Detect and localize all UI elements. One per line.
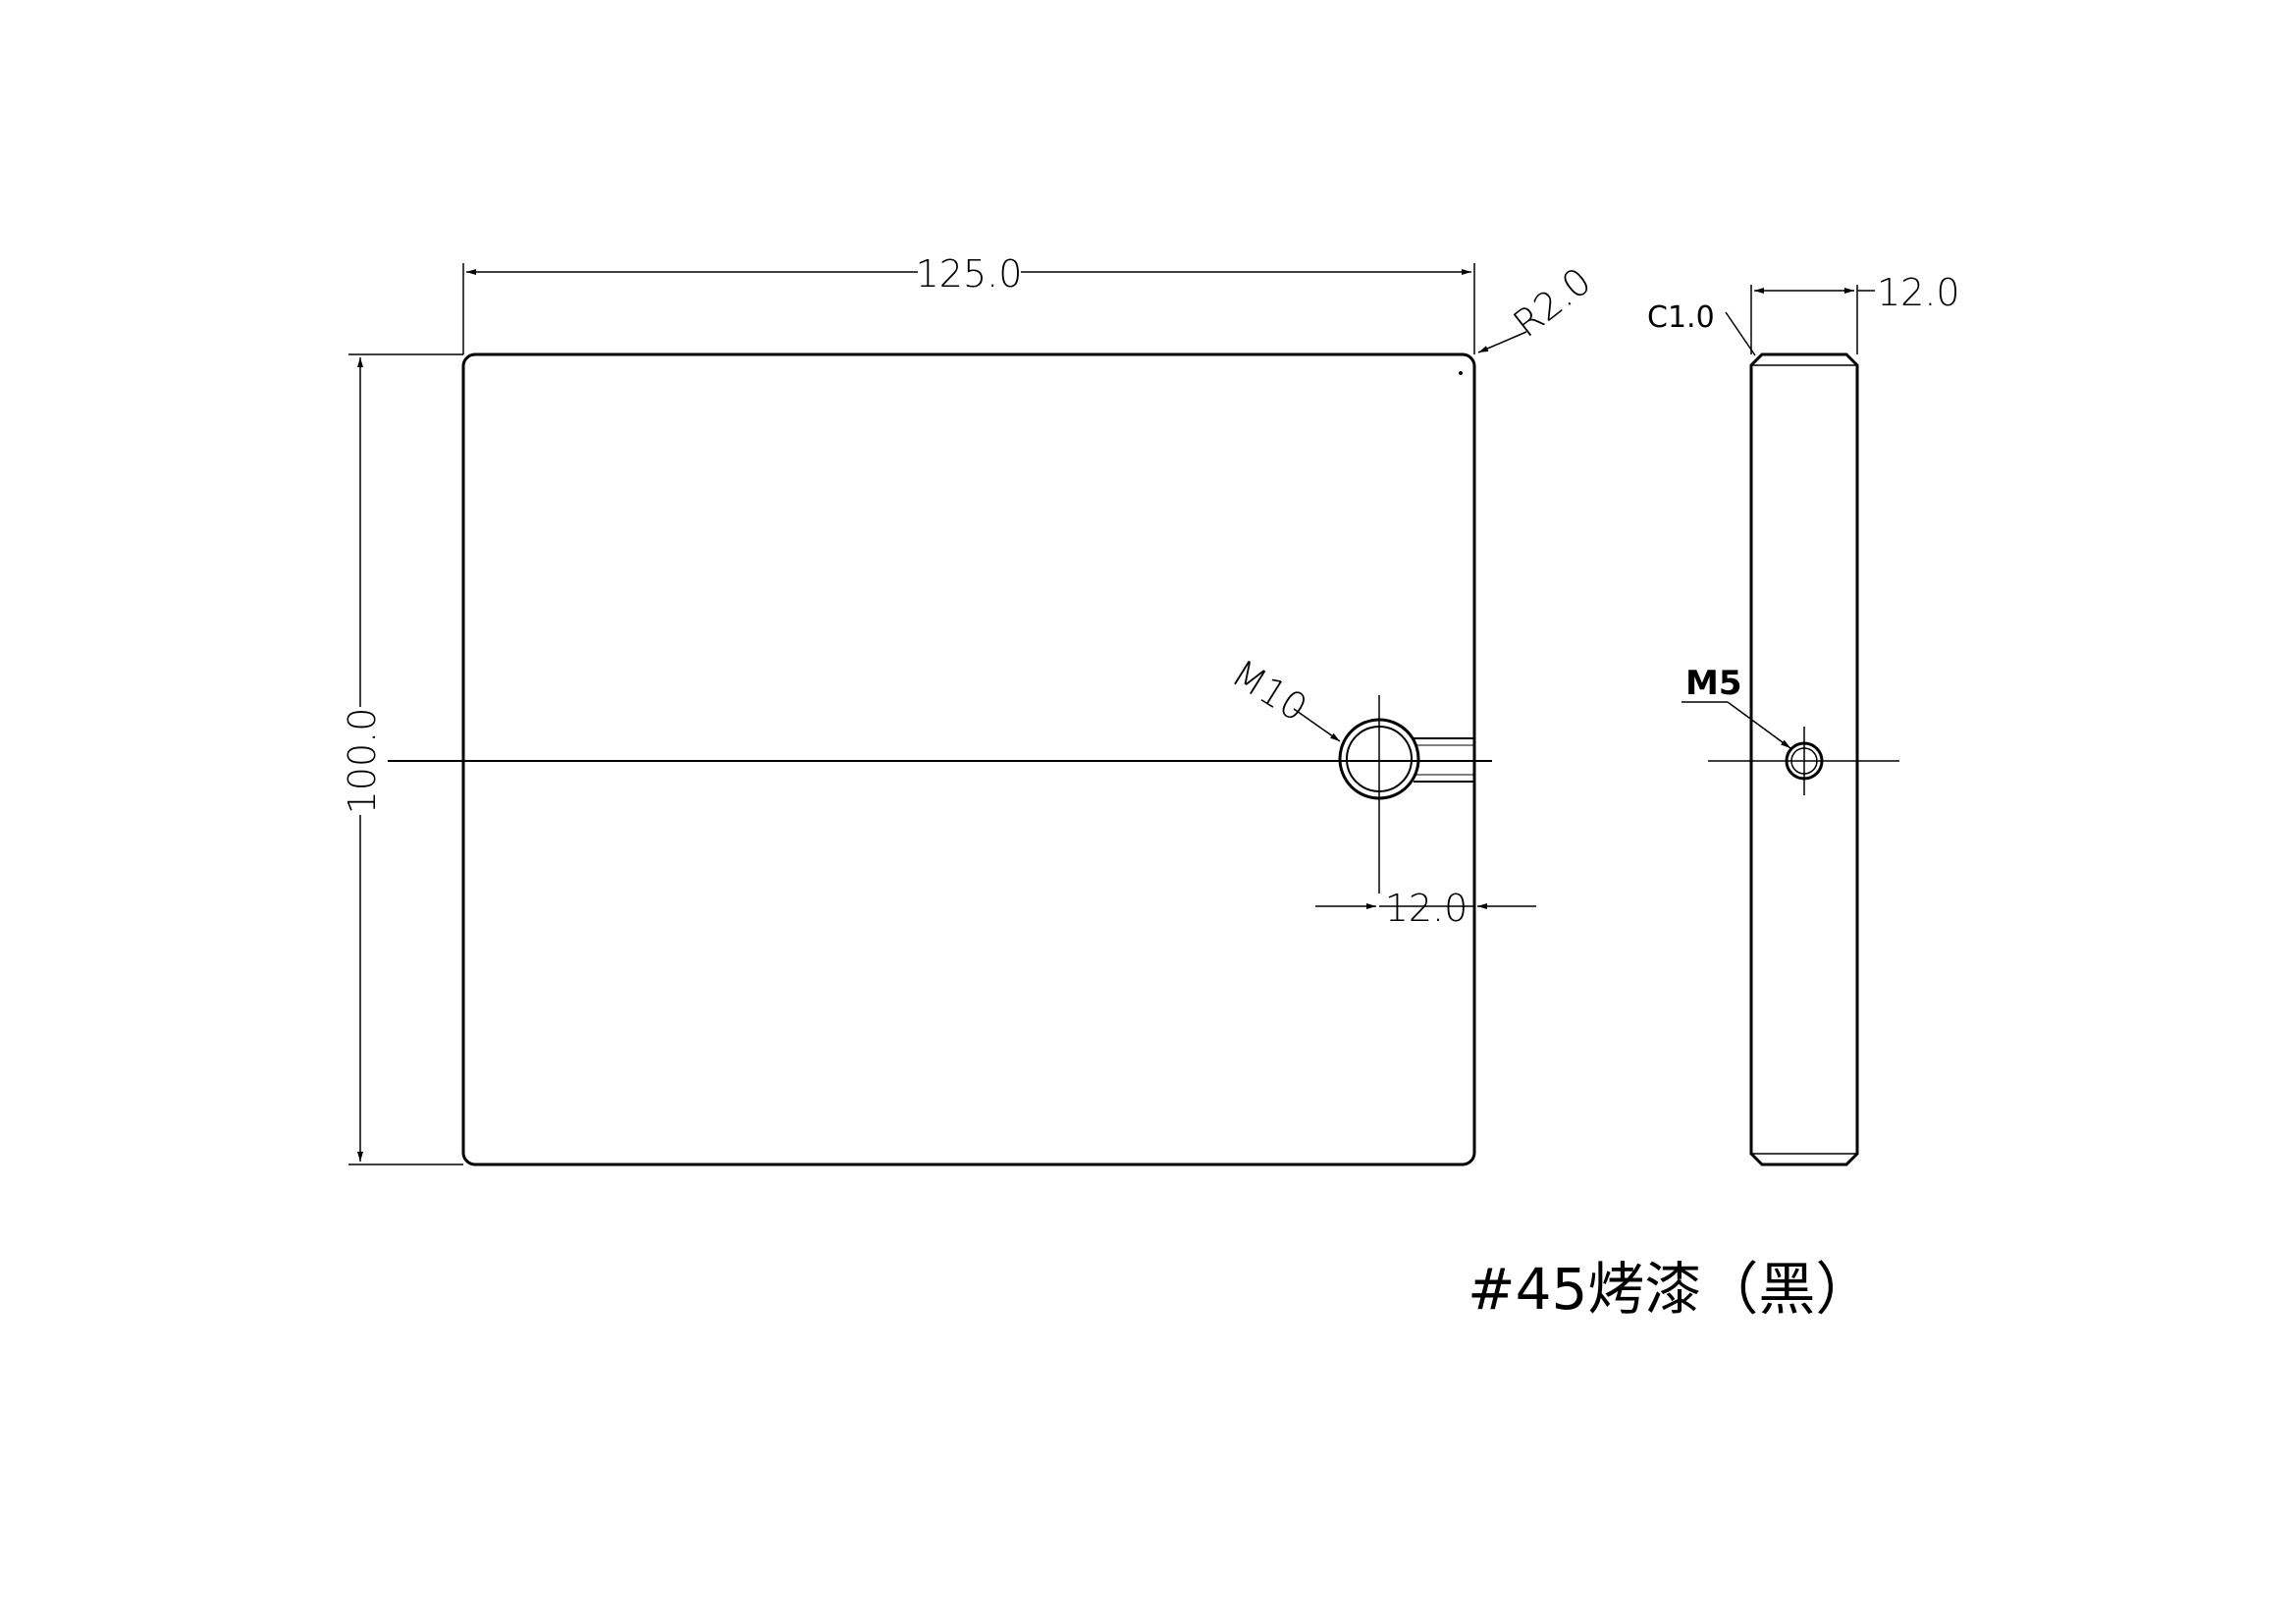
chamfer-label: C1.0 [1647, 300, 1715, 335]
width-dim-label: 125.0 [916, 252, 1023, 296]
thickness-dimension: 12.0 [1750, 271, 1960, 354]
thickness-label: 12.0 [1877, 271, 1960, 314]
m5-callout: M5 [1682, 664, 1791, 749]
m10-label: M10 [1224, 651, 1314, 730]
side-view: 12.0 C1.0 M5 [1647, 271, 1960, 1166]
m5-label: M5 [1685, 664, 1742, 703]
hole-offset-label: 12.0 [1385, 887, 1468, 930]
plate-outline [461, 352, 1476, 1166]
m5-hole-inner [1790, 747, 1818, 775]
corner-point [1459, 371, 1463, 375]
height-dim-label: 100.0 [341, 708, 384, 815]
width-dimension: 125.0 [462, 252, 1475, 354]
side-outline [1749, 352, 1859, 1166]
height-dimension: 100.0 [341, 353, 463, 1165]
m10-hole-inner [1346, 726, 1413, 792]
m10-hole-outer [1338, 718, 1420, 800]
radius-label: R2.0 [1505, 259, 1599, 346]
radius-callout: R2.0 [1459, 259, 1599, 375]
finish-note: #45烤漆（黑） [1468, 1256, 1872, 1323]
front-view: 125.0 100.0 R2.0 M10 12.0 [341, 252, 1599, 1166]
hole-offset-dimension: 12.0 [1315, 887, 1536, 930]
m5-hole [1785, 741, 1824, 781]
chamfer-callout: C1.0 [1647, 300, 1756, 356]
m10-callout: M10 [1224, 651, 1341, 742]
